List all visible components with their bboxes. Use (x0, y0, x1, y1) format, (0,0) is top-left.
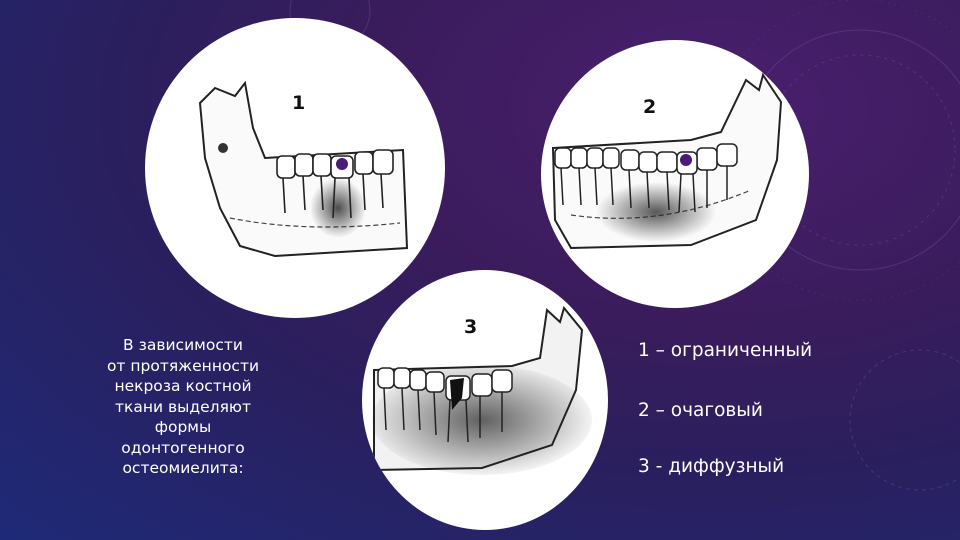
caption-line: от протяженности (106, 356, 260, 375)
legend-item-limited: 1 – ограниченный (638, 340, 813, 361)
jaw-illustration-3 (372, 305, 592, 475)
figure-label-1: 1 (292, 92, 306, 114)
jaw-figure-3: 3 (362, 270, 608, 530)
figure-label-3: 3 (464, 316, 478, 338)
caption-text: В зависимости от протяженности некроза к… (88, 335, 278, 479)
legend-item-focal: 2 – очаговый (638, 400, 763, 421)
caption-line: одонтогенного (121, 438, 245, 457)
caption-line: формы (154, 418, 212, 436)
legend-item-diffuse: 3 - диффузный (638, 456, 785, 477)
caption-line: ткани выделяют (115, 397, 251, 416)
jaw-figure-1: 1 (145, 18, 445, 318)
caption-line: остеомиелита: (122, 459, 244, 477)
jaw-illustration-2 (551, 72, 783, 250)
caption-line: В зависимости (123, 336, 243, 354)
caption-line: некроза костной (114, 377, 252, 395)
jaw-illustration-1 (198, 80, 409, 258)
figure-label-2: 2 (643, 96, 657, 118)
jaw-figure-2: 2 (541, 40, 809, 308)
